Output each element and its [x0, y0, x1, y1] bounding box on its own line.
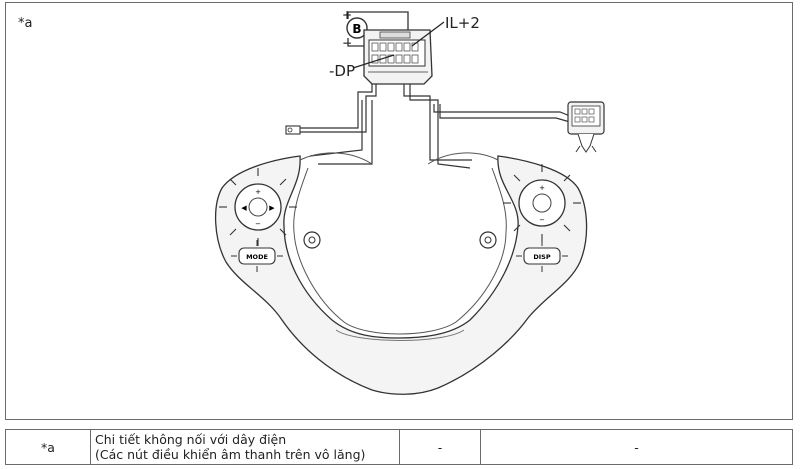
dp-leader-line [352, 54, 395, 69]
svg-text:−: − [255, 220, 261, 228]
dp-label: -DP [329, 62, 355, 80]
left-wire-end [285, 125, 301, 135]
right-disp-button: DISP [516, 240, 568, 272]
svg-text:−: − [539, 216, 545, 224]
il2-leader-line [411, 21, 445, 47]
left-audio-switch: + − ◀ ▶ [219, 168, 297, 246]
wire-harness [298, 84, 571, 169]
svg-text:▶: ▶ [269, 204, 275, 212]
legend-desc-line2: (Các nút điều khiển âm thanh trên vô lăn… [95, 447, 366, 462]
il2-label: IL+2 [445, 14, 480, 32]
diagram-corner-label: *a [18, 16, 33, 31]
battery-icon [346, 17, 368, 39]
legend-col4: - [480, 429, 793, 465]
battery-positive-wire [347, 11, 409, 34]
steering-wheel-pad [214, 152, 588, 395]
battery-plus-label: + [342, 8, 352, 22]
legend-key: *a [5, 429, 91, 465]
svg-text:◀: ◀ [241, 204, 247, 212]
right-connector [567, 101, 605, 153]
wiring-diagram: B + − IL+2 -DP [214, 8, 605, 395]
svg-text:+: + [539, 184, 545, 192]
legend-col3: - [399, 429, 481, 465]
left-mode-label: MODE [246, 253, 268, 261]
right-disp-label: DISP [533, 253, 550, 261]
left-mode-button: MODE [231, 240, 283, 272]
legend-desc-line1: Chi tiết không nối với dây điện [95, 432, 287, 447]
legend-row: *a Chi tiết không nối với dây điện (Các … [5, 429, 793, 465]
battery-label: B [352, 22, 361, 36]
right-audio-switch: + − [503, 164, 581, 242]
legend-description: Chi tiết không nối với dây điện (Các nút… [90, 429, 400, 465]
svg-text:+: + [255, 188, 261, 196]
battery-minus-label: − [342, 36, 352, 50]
legend-table: *a Chi tiết không nối với dây điện (Các … [5, 429, 793, 465]
